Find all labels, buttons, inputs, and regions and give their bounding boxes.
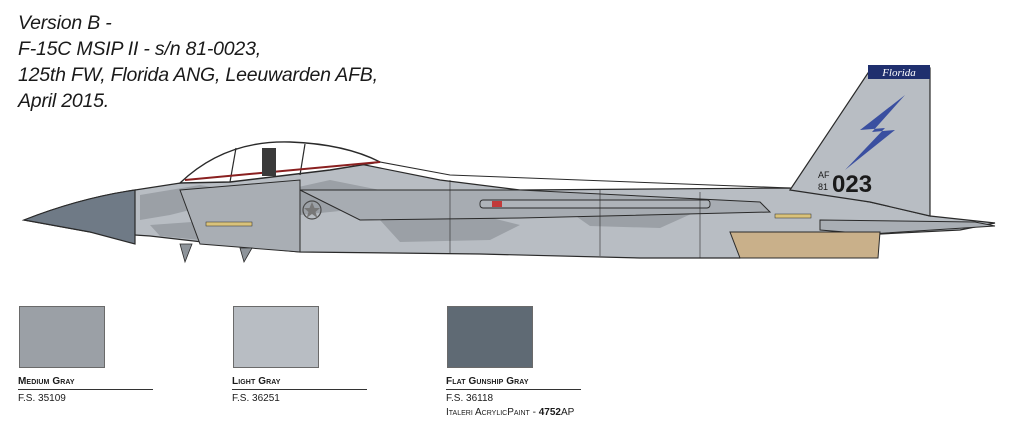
national-insignia-icon <box>302 200 322 220</box>
formation-light <box>205 221 253 227</box>
swatch-name: Medium Gray <box>18 376 153 390</box>
canopy <box>178 141 383 184</box>
swatch-fs-code: F.S. 36251 <box>232 393 280 404</box>
tail-prefix-top: AF <box>818 170 830 180</box>
swatch-flat-gunship-gray: Flat Gunship Gray F.S. 36118 Italeri Acr… <box>446 306 586 418</box>
color-chip-medium-gray <box>19 306 105 368</box>
gear-door <box>239 247 253 264</box>
missile <box>479 199 711 209</box>
caption-line-serial: F-15C MSIP II - s/n 81-0023, <box>18 38 261 60</box>
radome <box>21 189 136 245</box>
caption-line-unit: 125th FW, Florida ANG, Leeuwarden AFB, <box>18 64 378 86</box>
tail-number: 023 <box>832 171 872 198</box>
caption-line-version: Version B - <box>18 12 112 34</box>
profile-caption: Version B - F-15C MSIP II - s/n 81-0023,… <box>18 10 378 114</box>
canopy-seal <box>184 161 381 181</box>
f15c-profile-illustration: Florida AF 81 023 <box>21 65 996 264</box>
color-chip-flat-gunship-gray <box>447 306 533 368</box>
missile-band <box>492 201 502 207</box>
swatch-fs-code: F.S. 35109 <box>18 393 66 404</box>
color-chip-light-gray <box>233 306 319 368</box>
swatch-name: Flat Gunship Gray <box>446 376 581 390</box>
tail-band <box>868 65 930 79</box>
formation-light <box>774 213 812 219</box>
swatch-paint-reference: Italeri AcrylicPaint - 4752AP <box>446 407 586 418</box>
swatch-medium-gray: Medium Gray F.S. 35109 <box>18 306 158 404</box>
dorsal-spine <box>379 161 791 189</box>
engine-exhaust <box>729 231 881 259</box>
horizontal-stabilizer <box>819 219 996 235</box>
paint-suffix: AP <box>560 407 575 418</box>
national-insignia-star <box>304 202 320 218</box>
caption-line-date: April 2015. <box>18 90 110 112</box>
intake <box>179 179 301 253</box>
tail-band-text: Florida <box>881 67 916 79</box>
swatch-name: Light Gray <box>232 376 367 390</box>
pilot-seat <box>262 148 276 176</box>
swatch-light-gray: Light Gray F.S. 36251 <box>232 306 372 404</box>
swatch-fs-code: F.S. 36118 <box>446 393 494 404</box>
nose-gear-door <box>179 243 193 264</box>
paint-brand: Italeri AcrylicPaint - <box>446 407 539 418</box>
tail-prefix-bottom: 81 <box>818 182 828 192</box>
paint-code: 4752 <box>538 407 561 418</box>
